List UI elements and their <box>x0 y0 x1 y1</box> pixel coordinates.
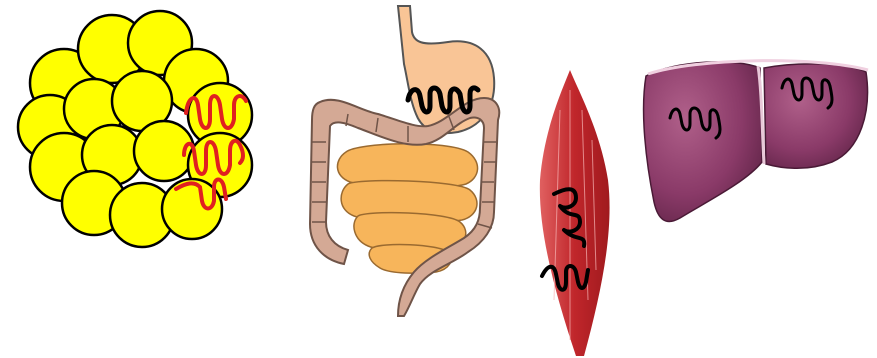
fat-cells <box>18 11 252 247</box>
liver-right-lobe <box>764 64 868 168</box>
skeletal-muscle-panel <box>530 70 616 358</box>
liver-left-lobe <box>644 62 762 222</box>
digestive-tract-illustration <box>298 2 506 320</box>
liver-panel <box>636 52 876 228</box>
adipose-tissue-illustration <box>14 5 264 257</box>
liver-illustration <box>636 52 876 228</box>
skeletal-muscle-illustration <box>530 70 616 358</box>
digestive-tract-panel <box>298 2 506 320</box>
adipose-tissue-panel <box>14 5 264 257</box>
